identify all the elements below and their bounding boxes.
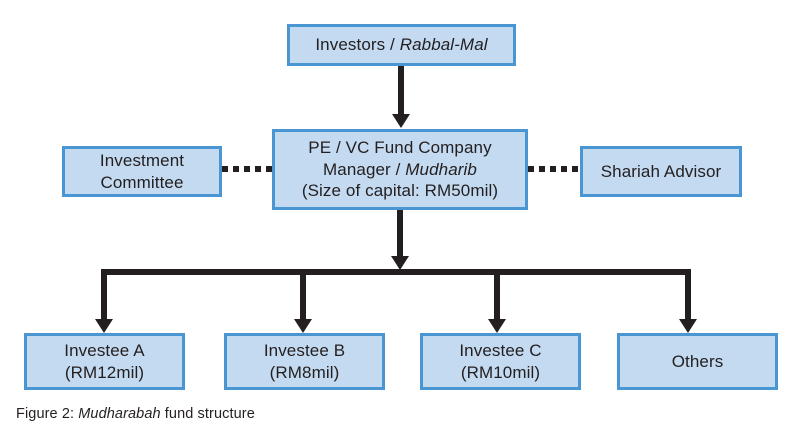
node-investee-c-label: Investee C(RM10mil)	[459, 340, 542, 382]
node-investee-a: Investee A(RM12mil)	[24, 333, 185, 390]
node-others-label: Others	[671, 351, 724, 371]
arrowhead-investors-to-fund-manager	[392, 114, 410, 128]
connector-fund-manager-to-shariah-advisor	[528, 166, 580, 172]
distribution-bus-bar	[101, 269, 691, 275]
node-shariah-advisor: Shariah Advisor	[580, 146, 742, 197]
connector-investors-to-fund-manager	[398, 66, 404, 116]
node-investee-b: Investee B(RM8mil)	[224, 333, 385, 390]
node-investors: Investors / Rabbal-Mal	[287, 24, 516, 66]
connector-bus-to-investee-c	[494, 269, 500, 321]
connector-bus-to-others	[685, 269, 691, 321]
connector-fund-manager-to-bus	[397, 210, 403, 258]
node-investee-c: Investee C(RM10mil)	[420, 333, 581, 390]
connector-bus-to-investee-b	[300, 269, 306, 321]
node-others: Others	[617, 333, 778, 390]
connector-committee-to-fund-manager	[222, 166, 272, 172]
connector-bus-to-investee-a	[101, 269, 107, 321]
arrowhead-bus-to-investee-c	[488, 319, 506, 333]
node-shariah-advisor-label: Shariah Advisor	[600, 161, 722, 181]
arrowhead-bus-to-investee-a	[95, 319, 113, 333]
figure-caption: Figure 2: Mudharabah fund structure	[16, 406, 255, 422]
node-investee-b-label: Investee B(RM8mil)	[263, 340, 346, 382]
node-investors-label: Investors / Rabbal-Mal	[315, 35, 488, 55]
node-investee-a-label: Investee A(RM12mil)	[64, 340, 145, 382]
arrowhead-fund-manager-to-bus	[391, 256, 409, 270]
arrowhead-bus-to-others	[679, 319, 697, 333]
arrowhead-bus-to-investee-b	[294, 319, 312, 333]
